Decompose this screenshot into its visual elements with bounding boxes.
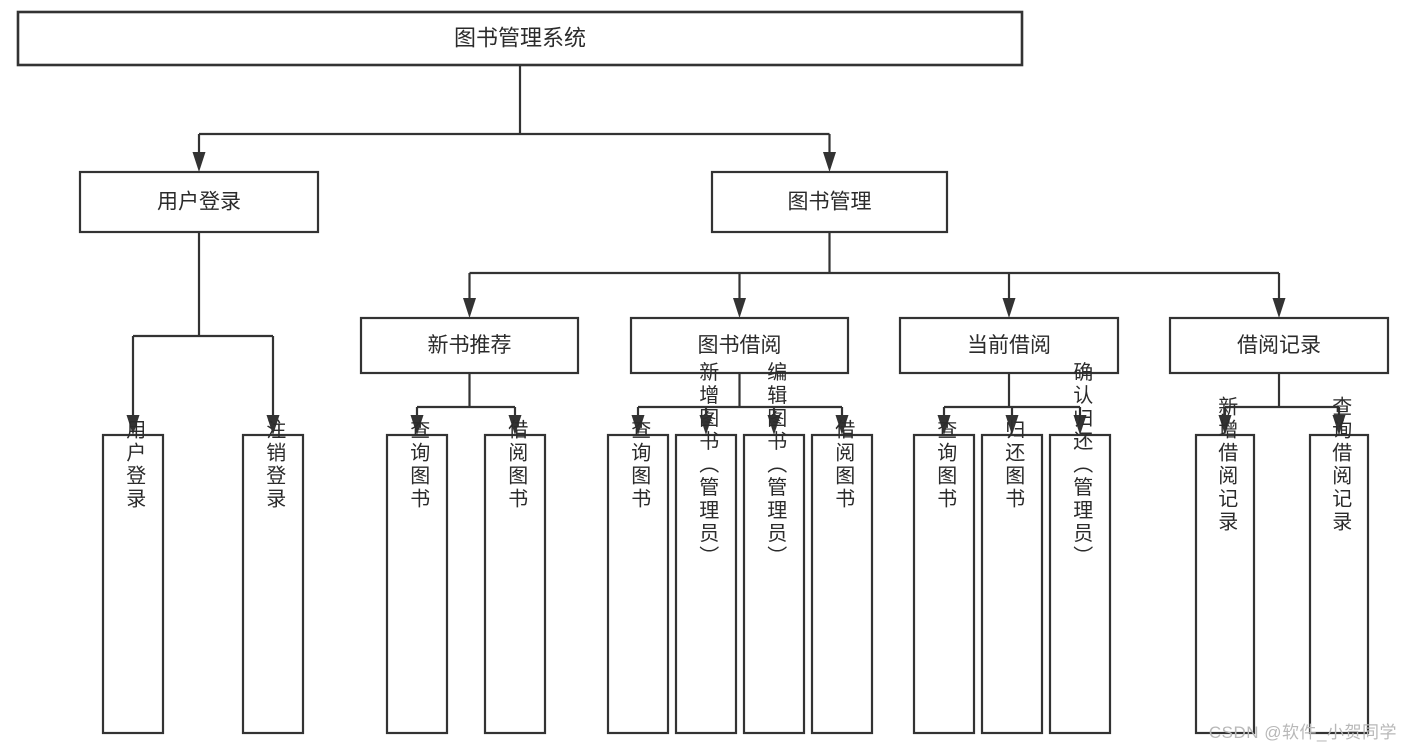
node-new-book-recommend[interactable]: 新书推荐: [359, 316, 580, 375]
edge-group-from-book-borrow: [631, 373, 849, 435]
node-borrow-record[interactable]: 借阅记录: [1168, 316, 1390, 375]
node-current-borrow[interactable]: 当前借阅: [898, 316, 1120, 375]
node-label-leaf-borrow-book-1: 借阅图书: [505, 419, 528, 511]
node-box-book-borrow[interactable]: [629, 316, 850, 375]
node-box-leaf-borrow-book-1[interactable]: [483, 433, 547, 735]
nodes-layer: 图书管理系统用户登录图书管理新书推荐图书借阅当前借阅借阅记录用户登录注销登录查询…: [16, 10, 1390, 735]
node-leaf-return-book[interactable]: 归还图书: [980, 419, 1044, 735]
node-leaf-user-login[interactable]: 用户登录: [101, 419, 165, 735]
node-root[interactable]: 图书管理系统: [16, 10, 1024, 67]
node-box-leaf-query-book-3[interactable]: [912, 433, 976, 735]
node-label-new-book-recommend: 新书推荐: [428, 334, 512, 357]
node-label-root: 图书管理系统: [454, 25, 586, 50]
arrow-head-icon-leaf-edit-book-admin: [767, 415, 781, 435]
arrow-head-icon-leaf-borrow-book-1: [508, 415, 522, 435]
arrow-head-icon-leaf-query-borrow-record: [1332, 415, 1346, 435]
arrow-head-icon-leaf-confirm-return-admin: [1073, 415, 1087, 435]
node-book-borrow[interactable]: 图书借阅: [629, 316, 850, 375]
arrow-head-icon-book-borrow: [733, 298, 746, 318]
node-box-leaf-logout-login[interactable]: [241, 433, 305, 735]
node-leaf-add-borrow-record[interactable]: 新增借阅记录: [1194, 396, 1256, 735]
edge-group-from-book-manage: [463, 232, 1286, 318]
node-label-borrow-record: 借阅记录: [1237, 334, 1321, 357]
arrow-head-icon-leaf-add-book-admin: [699, 415, 713, 435]
node-user-login[interactable]: 用户登录: [78, 170, 320, 234]
node-box-book-manage[interactable]: [710, 170, 949, 234]
arrow-head-icon-leaf-query-book-2: [631, 415, 645, 435]
arrow-head-icon-leaf-borrow-book-2: [835, 415, 849, 435]
node-leaf-borrow-book-1[interactable]: 借阅图书: [483, 419, 547, 735]
connectors-layer: [126, 65, 1346, 435]
node-box-current-borrow[interactable]: [898, 316, 1120, 375]
node-label-leaf-user-login: 用户登录: [123, 419, 146, 511]
node-label-current-borrow: 当前借阅: [967, 334, 1051, 357]
node-leaf-query-borrow-record[interactable]: 查询借阅记录: [1308, 396, 1370, 735]
node-label-leaf-add-borrow-record: 新增借阅记录: [1215, 396, 1238, 534]
node-leaf-edit-book-admin[interactable]: 编辑图书（管理员）: [742, 361, 806, 735]
node-box-leaf-edit-book-admin[interactable]: [742, 433, 806, 735]
node-label-leaf-borrow-book-2: 借阅图书: [832, 419, 855, 511]
node-label-book-borrow: 图书借阅: [698, 334, 782, 357]
node-label-leaf-query-book-1: 查询图书: [407, 419, 430, 511]
node-label-leaf-confirm-return-admin: 确认归还（管理员）: [1070, 361, 1093, 568]
node-leaf-confirm-return-admin[interactable]: 确认归还（管理员）: [1048, 361, 1112, 735]
node-box-new-book-recommend[interactable]: [359, 316, 580, 375]
node-box-leaf-query-borrow-record[interactable]: [1308, 433, 1370, 735]
arrow-head-icon-leaf-add-borrow-record: [1218, 415, 1232, 435]
node-label-user-login: 用户登录: [157, 191, 241, 214]
node-box-leaf-add-book-admin[interactable]: [674, 433, 738, 735]
node-label-leaf-add-book-admin: 新增图书（管理员）: [696, 361, 719, 568]
node-box-user-login[interactable]: [78, 170, 320, 234]
node-box-leaf-return-book[interactable]: [980, 433, 1044, 735]
node-leaf-add-book-admin[interactable]: 新增图书（管理员）: [674, 361, 738, 735]
arrow-head-icon-current-borrow: [1002, 298, 1016, 318]
node-box-leaf-query-book-2[interactable]: [606, 433, 670, 735]
arrow-head-icon-leaf-user-login: [126, 415, 140, 435]
edge-group-from-borrow-record: [1218, 373, 1346, 435]
arrow-head-icon-user-login: [192, 152, 206, 172]
node-leaf-query-book-3[interactable]: 查询图书: [912, 419, 976, 735]
node-label-leaf-return-book: 归还图书: [1002, 419, 1025, 511]
node-box-root[interactable]: [16, 10, 1024, 67]
edge-group-from-root: [192, 65, 836, 172]
node-book-manage[interactable]: 图书管理: [710, 170, 949, 234]
node-label-leaf-edit-book-admin: 编辑图书（管理员）: [764, 361, 787, 568]
arrow-head-icon-borrow-record: [1272, 298, 1286, 318]
node-label-book-manage: 图书管理: [788, 191, 872, 214]
node-label-leaf-logout-login: 注销登录: [263, 419, 286, 511]
edge-group-from-current-borrow: [937, 373, 1087, 435]
node-leaf-logout-login[interactable]: 注销登录: [241, 419, 305, 735]
node-box-leaf-query-book-1[interactable]: [385, 433, 449, 735]
arrow-head-icon-book-manage: [823, 152, 836, 172]
arrow-head-icon-leaf-return-book: [1005, 415, 1019, 435]
node-leaf-borrow-book-2[interactable]: 借阅图书: [810, 419, 874, 735]
node-label-leaf-query-book-2: 查询图书: [628, 419, 651, 511]
node-box-borrow-record[interactable]: [1168, 316, 1390, 375]
arrow-head-icon-leaf-query-book-1: [410, 415, 424, 435]
arrow-head-icon-leaf-query-book-3: [937, 415, 951, 435]
edge-group-from-user-login: [126, 232, 280, 435]
node-box-leaf-add-borrow-record[interactable]: [1194, 433, 1256, 735]
node-leaf-query-book-1[interactable]: 查询图书: [385, 419, 449, 735]
node-label-leaf-query-book-3: 查询图书: [934, 419, 957, 511]
node-box-leaf-user-login[interactable]: [101, 433, 165, 735]
node-label-leaf-query-borrow-record: 查询借阅记录: [1329, 396, 1352, 534]
node-box-leaf-borrow-book-2[interactable]: [810, 433, 874, 735]
arrow-head-icon-new-book-recommend: [463, 298, 476, 318]
node-box-leaf-confirm-return-admin[interactable]: [1048, 433, 1112, 735]
node-leaf-query-book-2[interactable]: 查询图书: [606, 419, 670, 735]
arrow-head-icon-leaf-logout-login: [266, 415, 280, 435]
edge-group-from-new-book-recommend: [410, 373, 522, 435]
